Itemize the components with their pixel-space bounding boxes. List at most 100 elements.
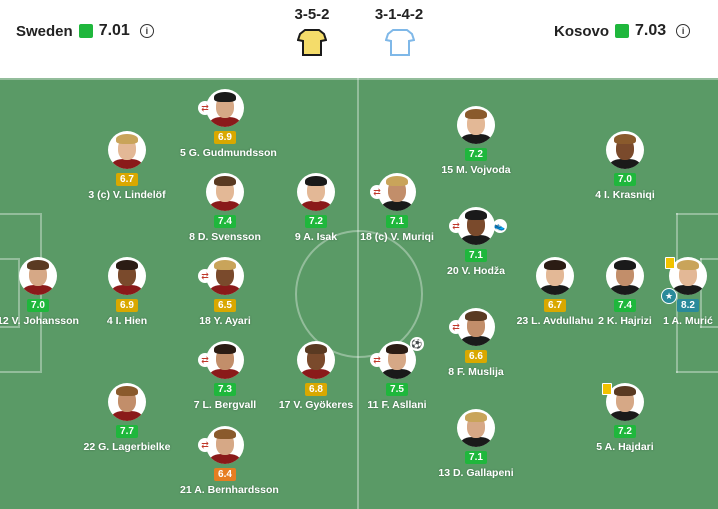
left-box-top <box>0 213 40 215</box>
away-formation: 3-1-4-2 <box>374 6 424 23</box>
player-avatar <box>457 207 495 245</box>
goal-ball-icon: ⚽ <box>410 337 424 351</box>
player-rating-badge: 7.4 <box>614 299 636 312</box>
player-card[interactable]: 6.5 18 Y. Ayari ⇄ <box>180 257 270 327</box>
player-rating-badge: 6.4 <box>214 468 236 481</box>
left-goal-bottom <box>0 326 18 328</box>
player-rating-badge: 7.0 <box>614 173 636 186</box>
player-rating-badge: 6.8 <box>305 383 327 396</box>
substitution-icon: ⇄ <box>198 353 212 367</box>
player-rating-badge: 7.2 <box>614 425 636 438</box>
player-name: 2 K. Hajrizi <box>598 315 652 327</box>
player-avatar <box>206 426 244 464</box>
player-card[interactable]: 7.0 4 I. Krasniqi <box>580 131 670 201</box>
player-card[interactable]: 7.5 11 F. Asllani ⇄ ⚽ <box>352 337 442 411</box>
info-icon[interactable]: i <box>139 24 154 38</box>
away-team-name: Kosovo <box>554 22 610 40</box>
player-rating-badge: 7.1 <box>386 215 408 228</box>
away-rating-indicator <box>615 24 630 38</box>
player-avatar <box>19 257 57 295</box>
player-card[interactable]: 6.9 4 I. Hien <box>82 257 172 327</box>
away-team: Kosovo 7.03 i <box>554 22 691 40</box>
yellow-card-icon <box>602 383 612 395</box>
player-avatar <box>536 257 574 295</box>
home-team-name: Sweden <box>16 22 73 40</box>
player-card[interactable]: 6.4 21 A. Bernhardsson ⇄ <box>180 426 279 496</box>
player-avatar <box>606 383 644 421</box>
player-rating-badge: 7.5 <box>386 383 408 396</box>
right-goal-top <box>700 258 718 260</box>
player-card[interactable]: 7.4 2 K. Hajrizi <box>580 257 670 327</box>
substitution-icon: ⇄ <box>449 320 463 334</box>
player-avatar <box>606 131 644 169</box>
player-avatar <box>378 173 416 211</box>
player-rating-badge: 7.7 <box>116 425 138 438</box>
player-name: 1 A. Murić <box>663 315 713 327</box>
player-rating-badge: 7.2 <box>465 148 487 161</box>
player-avatar <box>206 89 244 127</box>
player-name: 4 I. Hien <box>106 315 148 327</box>
player-card[interactable]: 7.3 7 L. Bergvall ⇄ <box>180 341 270 411</box>
player-rating-badge: 6.6 <box>465 350 487 363</box>
player-name: 20 V. Hodža <box>447 265 505 277</box>
player-rating-badge: 7.2 <box>305 215 327 228</box>
player-name: 7 L. Bergvall <box>193 399 257 411</box>
player-avatar <box>297 173 335 211</box>
info-icon[interactable]: i <box>676 24 691 38</box>
substitution-icon: ⇄ <box>370 353 384 367</box>
player-card[interactable]: 7.2 15 M. Vojvoda <box>431 106 521 176</box>
player-rating-badge: 6.5 <box>214 299 236 312</box>
player-avatar <box>457 308 495 346</box>
player-rating-badge: 7.3 <box>214 383 236 396</box>
away-shirt-icon <box>385 29 415 56</box>
player-name: 4 I. Krasniqi <box>595 189 655 201</box>
player-rating-badge: 7.0 <box>27 299 49 312</box>
left-goal-side <box>18 258 20 328</box>
substitution-icon: ⇄ <box>198 269 212 283</box>
player-avatar <box>108 383 146 421</box>
player-rating-badge: 6.9 <box>116 299 138 312</box>
player-rating-badge: 6.7 <box>116 173 138 186</box>
player-name: 15 M. Vojvoda <box>441 164 511 176</box>
player-rating-badge: 7.1 <box>465 249 487 262</box>
substitution-icon: ⇄ <box>449 219 463 233</box>
player-avatar <box>297 341 335 379</box>
player-avatar <box>206 341 244 379</box>
assist-boot-icon: 👟 <box>493 219 507 233</box>
right-box-bottom <box>676 371 718 373</box>
player-name: 23 L. Avdullahu <box>516 315 594 327</box>
yellow-card-icon <box>665 257 675 269</box>
player-card[interactable]: 7.2 5 A. Hajdari <box>580 383 670 453</box>
player-avatar <box>206 173 244 211</box>
player-name: 18 (c) V. Muriqi <box>360 231 434 243</box>
player-name: 5 A. Hajdari <box>596 441 654 453</box>
home-team: Sweden 7.01 i <box>16 22 154 40</box>
home-shirt-icon <box>297 29 327 56</box>
pitch-top-line <box>0 78 718 80</box>
player-of-match-star-icon: ★ <box>661 288 677 304</box>
player-name: 8 D. Svensson <box>189 231 261 243</box>
player-card[interactable]: 6.8 17 V. Gyökeres <box>271 341 361 411</box>
home-team-rating: 7.01 <box>98 22 130 39</box>
player-name: 21 A. Bernhardsson <box>180 484 279 496</box>
player-name: 18 Y. Ayari <box>199 315 251 327</box>
substitution-icon: ⇄ <box>198 438 212 452</box>
player-name: 11 F. Asllani <box>367 399 427 411</box>
player-avatar <box>108 131 146 169</box>
player-name: 5 G. Gudmundsson <box>180 147 277 159</box>
player-name: 13 D. Gallapeni <box>438 467 514 479</box>
player-name: 17 V. Gyökeres <box>278 399 354 411</box>
player-card[interactable]: 7.1 20 V. Hodža ⇄ 👟 <box>431 207 521 277</box>
